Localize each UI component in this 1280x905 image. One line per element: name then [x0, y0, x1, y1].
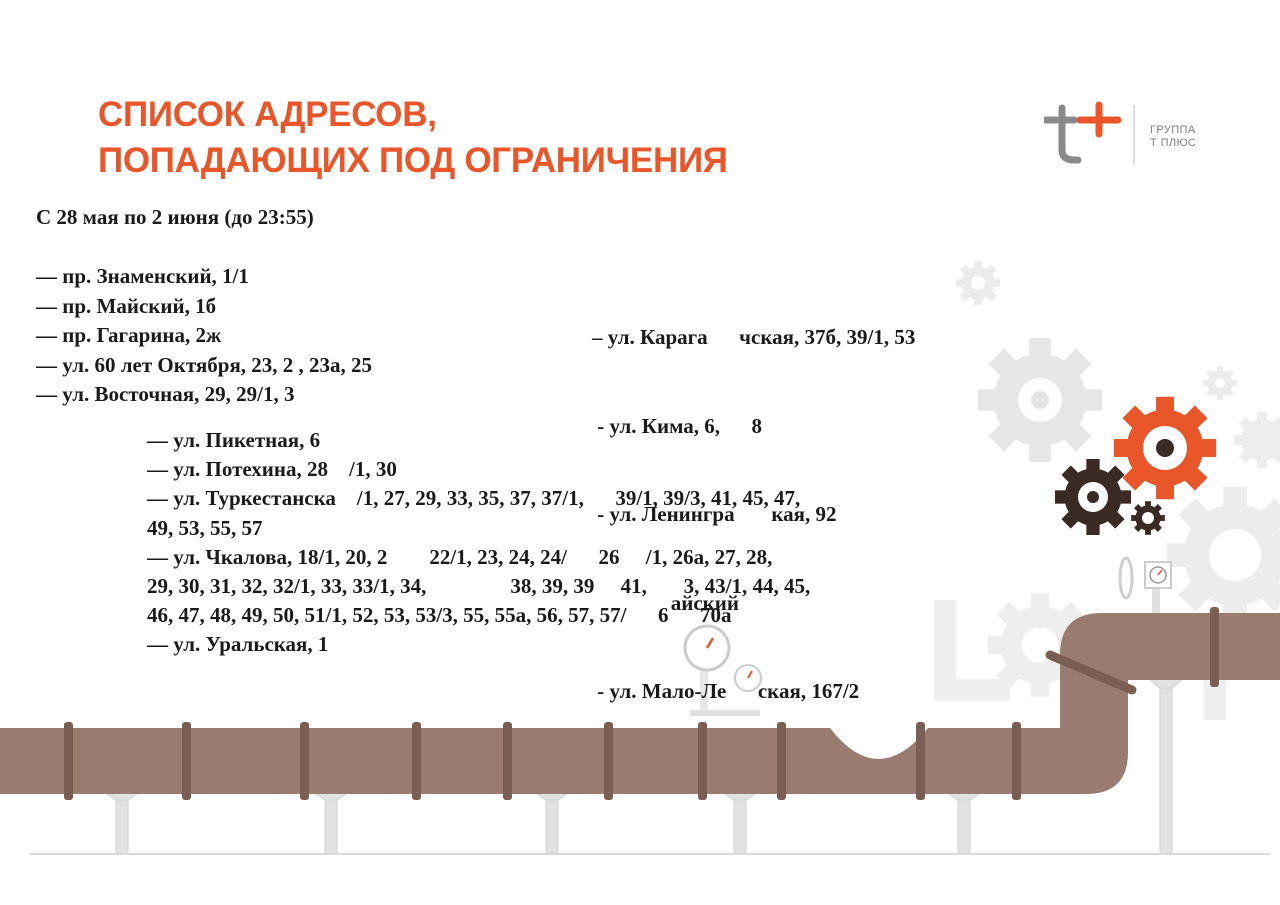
address-line: — ул. Потехина, 28 /1, 30	[147, 457, 397, 482]
address-list-left: — пр. Знаменский, 1/1 — пр. Майский, 1б …	[36, 262, 372, 410]
address-line: - ул. Мало-Ле ская, 167/2	[592, 679, 860, 703]
address-line: — пр. Знаменский, 1/1	[36, 264, 249, 288]
address-line: 49, 53, 55, 57	[147, 515, 263, 540]
gear-icon	[1203, 366, 1237, 400]
address-line: - ул. Ленингра кая, 92	[592, 502, 837, 526]
address-line: — ул. Чкалова, 18/1, 20, 2 22/1, 23, 24,…	[147, 544, 773, 569]
gear-icon	[1055, 459, 1131, 535]
brand-name: ГРУППА Т ПЛЮС	[1150, 124, 1196, 150]
address-line: — ул. 60 лет Октября, 23, 2 , 23а, 25	[36, 352, 373, 377]
pressure-gauge-icon	[683, 624, 762, 716]
page-title: СПИСОК АДРЕСОВ, ПОПАДАЮЩИХ ПОД ОГРАНИЧЕН…	[98, 92, 728, 184]
gear-icon	[1234, 412, 1280, 468]
address-line: айский	[592, 590, 739, 615]
page-title-line-2: ПОПАДАЮЩИХ ПОД ОГРАНИЧЕНИЯ	[98, 141, 728, 180]
address-line: — ул. Уральская, 1	[147, 632, 329, 657]
page-title-line-1: СПИСОК АДРЕСОВ,	[98, 95, 437, 134]
address-line: - ул. Кима, 6, 8	[592, 413, 762, 438]
address-line: — ул. Туркестанска /1, 27, 29, 33, 35, 3…	[147, 486, 801, 511]
address-line: — ул. Восточная, 29, 29/1, 3	[36, 382, 295, 406]
brand-logo-icon	[1044, 101, 1135, 165]
brand-name-line-1: ГРУППА	[1150, 124, 1196, 136]
gear-icon	[1131, 501, 1165, 535]
gear-icon	[1167, 487, 1280, 623]
address-line: 46, 47, 48, 49, 50, 51/1, 52, 53, 53/3, …	[147, 603, 732, 628]
restriction-period: С 28 мая по 2 июня (до 23:55)	[36, 205, 314, 229]
address-line: 29, 30, 31, 32, 32/1, 33, 33/1, 34, 38, …	[147, 574, 811, 599]
address-line: — ул. Пикетная, 6	[147, 428, 321, 452]
address-list-lower: — ул. Пикетная, 6 — ул. Потехина, 28 /1,…	[147, 426, 810, 660]
gear-icon	[956, 261, 1000, 305]
address-list-right: – ул. Карага чская, 37б, 39/1, 53 - ул. …	[592, 264, 915, 736]
valve-wheel-icon	[1118, 556, 1172, 625]
address-line: – ул. Карага чская, 37б, 39/1, 53	[592, 325, 916, 349]
brand-name-line-2: Т ПЛЮС	[1150, 137, 1197, 149]
address-line: — пр. Майский, 1б	[36, 293, 217, 318]
gear-icon	[978, 338, 1102, 462]
gear-icon	[1113, 396, 1217, 500]
address-line: — пр. Гагарина, 2ж	[36, 323, 222, 347]
